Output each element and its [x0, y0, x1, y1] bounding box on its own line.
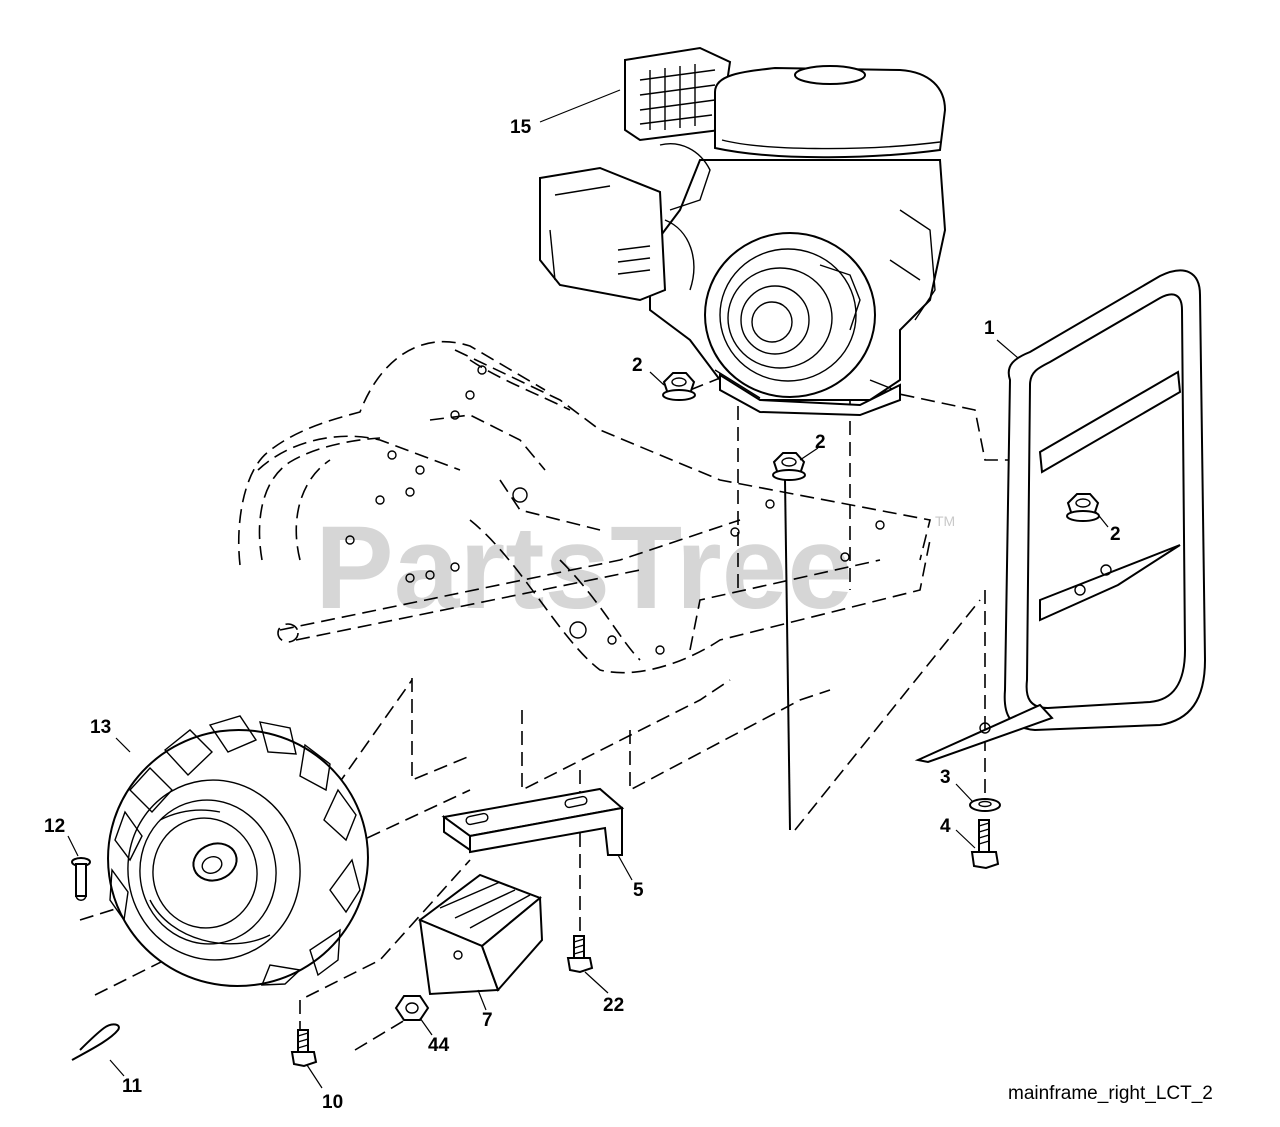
callout-11: 11 — [122, 1076, 143, 1097]
bracket — [441, 787, 625, 856]
handle-bumper — [914, 269, 1207, 764]
flange-nut-2 — [772, 452, 806, 481]
watermark: PartsTree TM — [315, 502, 955, 634]
callout-10: 10 — [322, 1092, 343, 1113]
hex-nut-44 — [394, 995, 430, 1021]
callout-4: 4 — [940, 816, 951, 837]
callout-15: 15 — [510, 117, 532, 138]
callout-12: 12 — [44, 816, 65, 837]
hex-bolt-10 — [290, 1029, 318, 1068]
callout-leaders — [67, 89, 1109, 1089]
hairpin-clip — [71, 1023, 120, 1061]
callout-2c: 2 — [1110, 524, 1121, 545]
hex-bolt-4 — [970, 819, 1000, 870]
callout-13: 13 — [90, 717, 111, 738]
clevis-pin — [71, 857, 91, 901]
washer — [969, 798, 1001, 812]
callout-7: 7 — [482, 1010, 493, 1031]
diagram-caption: mainframe_right_LCT_2 — [1008, 1083, 1213, 1104]
flange-nut-3 — [1066, 493, 1100, 522]
engine — [539, 46, 947, 417]
tiller-frame-phantom — [237, 340, 931, 674]
callout-3: 3 — [940, 767, 951, 788]
hex-bolt-22 — [566, 935, 594, 974]
callout-5: 5 — [633, 880, 644, 901]
flange-nut-1 — [662, 372, 696, 401]
callout-2b: 2 — [815, 432, 826, 453]
tiller-wheel — [107, 715, 369, 988]
callout-22: 22 — [603, 995, 624, 1016]
callout-2a: 2 — [632, 355, 643, 376]
callout-1: 1 — [984, 318, 995, 339]
svg-text:TM: TM — [935, 513, 955, 529]
callout-labels: 15 1 2 2 2 3 4 5 7 10 11 12 13 22 44 — [44, 117, 1121, 1113]
callout-44: 44 — [428, 1035, 450, 1056]
svg-text:PartsTree: PartsTree — [315, 502, 853, 634]
wheel-weight — [418, 873, 544, 996]
